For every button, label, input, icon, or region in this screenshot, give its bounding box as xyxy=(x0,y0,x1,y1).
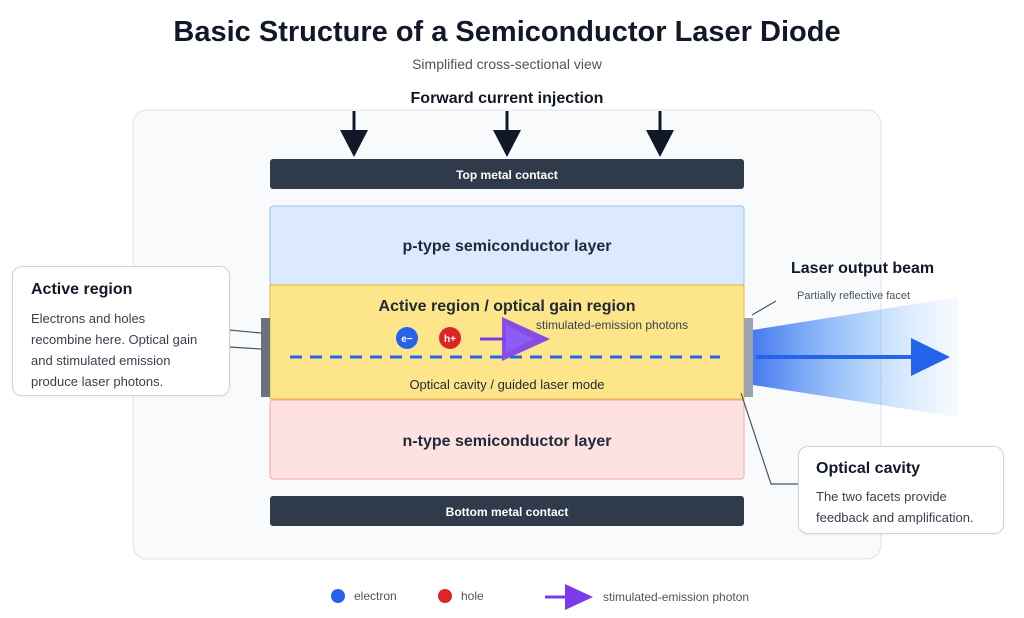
cavity-callout-line: feedback and amplification. xyxy=(816,510,974,525)
facet-leader-line xyxy=(751,300,777,316)
electron-dot-icon xyxy=(331,589,345,603)
legend-electron-label: electron xyxy=(354,589,397,603)
active-leader-line-2 xyxy=(228,346,262,350)
electron-icon: e− xyxy=(396,327,418,349)
top-metal-contact xyxy=(270,159,744,189)
active-callout-line: produce laser photons. xyxy=(31,374,164,389)
output-beam-label: Laser output beam xyxy=(791,260,934,277)
optical-cavity-callout: Optical cavity The two facets provide fe… xyxy=(798,446,1004,534)
bottom-contact-label: Bottom metal contact xyxy=(446,505,569,519)
active-callout-body: Electrons and holes recombine here. Opti… xyxy=(31,308,211,392)
facet-label: Partially reflective facet xyxy=(797,290,910,302)
p-type-label: p-type semiconductor layer xyxy=(403,238,612,255)
active-leader-line xyxy=(228,329,262,334)
active-callout-line: and stimulated emission xyxy=(31,353,171,368)
right-facet xyxy=(744,318,753,397)
injection-arrows xyxy=(340,111,674,157)
active-callout-line: recombine here. Optical gain xyxy=(31,332,198,347)
page-subtitle: Simplified cross-sectional view xyxy=(412,56,603,72)
cavity-label: Optical cavity / guided laser mode xyxy=(409,377,604,392)
active-region-callout: Active region Electrons and holes recomb… xyxy=(12,266,230,396)
cavity-callout-body: The two facets provide feedback and ampl… xyxy=(816,486,986,528)
n-type-layer xyxy=(269,399,745,480)
hole-icon: h+ xyxy=(439,327,461,349)
cavity-callout-line: The two facets provide xyxy=(816,489,947,504)
legend-hole-label: hole xyxy=(461,589,484,603)
page-title: Basic Structure of a Semiconductor Laser… xyxy=(173,16,840,48)
beam-arrow-icon xyxy=(911,338,950,376)
down-arrow-icon xyxy=(340,111,368,157)
n-type-label: n-type semiconductor layer xyxy=(403,433,612,450)
legend-hole: hole xyxy=(438,589,484,603)
cavity-callout-title: Optical cavity xyxy=(816,460,921,477)
photon-legend-arrow-icon xyxy=(545,584,593,610)
down-arrow-icon xyxy=(493,111,521,157)
cavity-leader-line xyxy=(740,392,798,485)
left-facet xyxy=(261,318,270,397)
electron-symbol: e− xyxy=(401,334,413,345)
hole-dot-icon xyxy=(438,589,452,603)
active-callout-title: Active region xyxy=(31,281,133,298)
legend-electron: electron xyxy=(331,589,397,603)
down-arrow-icon xyxy=(646,111,674,157)
hole-symbol: h+ xyxy=(444,334,456,345)
legend-photon-label: stimulated-emission photon xyxy=(603,590,750,604)
photon-arrow-icon xyxy=(480,317,550,361)
injection-label: Forward current injection xyxy=(411,90,604,107)
photon-label: stimulated-emission photons xyxy=(536,318,688,332)
active-layer-label: Active region / optical gain region xyxy=(379,298,636,315)
bottom-metal-contact xyxy=(270,496,744,526)
top-contact-label: Top metal contact xyxy=(456,168,558,182)
legend-photon: stimulated-emission photon xyxy=(545,582,749,612)
active-callout-line: Electrons and holes xyxy=(31,311,146,326)
